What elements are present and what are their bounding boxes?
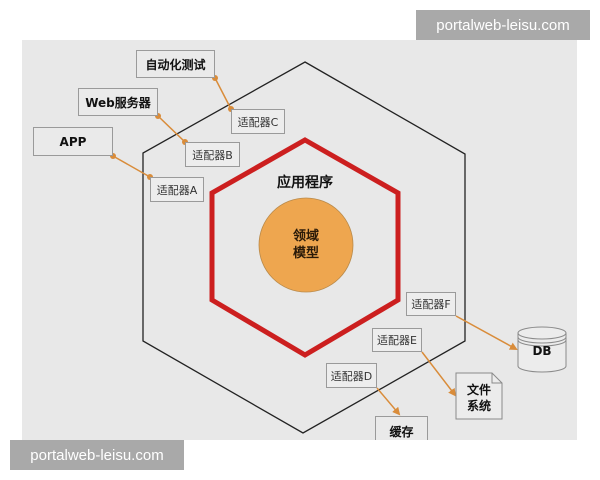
adapter-c: 适配器C [231,109,285,134]
db-label: DB [532,344,552,358]
adapter-a: 适配器A [150,177,204,202]
adapter-e: 适配器E [372,328,422,352]
auto-test-box: 自动化测试 [136,50,215,78]
domain-model-line2: 模型 [292,246,319,261]
db-cylinder-icon [517,326,567,373]
app-box: APP [33,127,113,156]
file-system-line1: 文件 [466,383,491,397]
domain-model-circle [258,197,354,293]
web-server-box: Web服务器 [78,88,158,116]
outer-hexagon [142,61,466,434]
adapter-b: 适配器B [185,142,240,167]
file-system-document-icon [455,372,503,420]
adapter-d: 适配器D [326,363,377,388]
application-hexagon [209,137,401,358]
watermark-top-right: portalweb-leisu.com [416,10,590,40]
domain-model-label: 领域 模型 [276,228,336,262]
cache-box: 缓存 [375,416,428,440]
cache-box-clip: 缓存 [375,416,428,440]
domain-model-line1: 领域 [292,229,319,244]
file-system-line2: 系统 [466,399,491,413]
watermark-bottom-left: portalweb-leisu.com [10,440,184,470]
application-label: 应用程序 [277,175,333,191]
file-system-label: 文件 系统 [456,382,502,414]
adapter-f: 适配器F [406,292,456,316]
